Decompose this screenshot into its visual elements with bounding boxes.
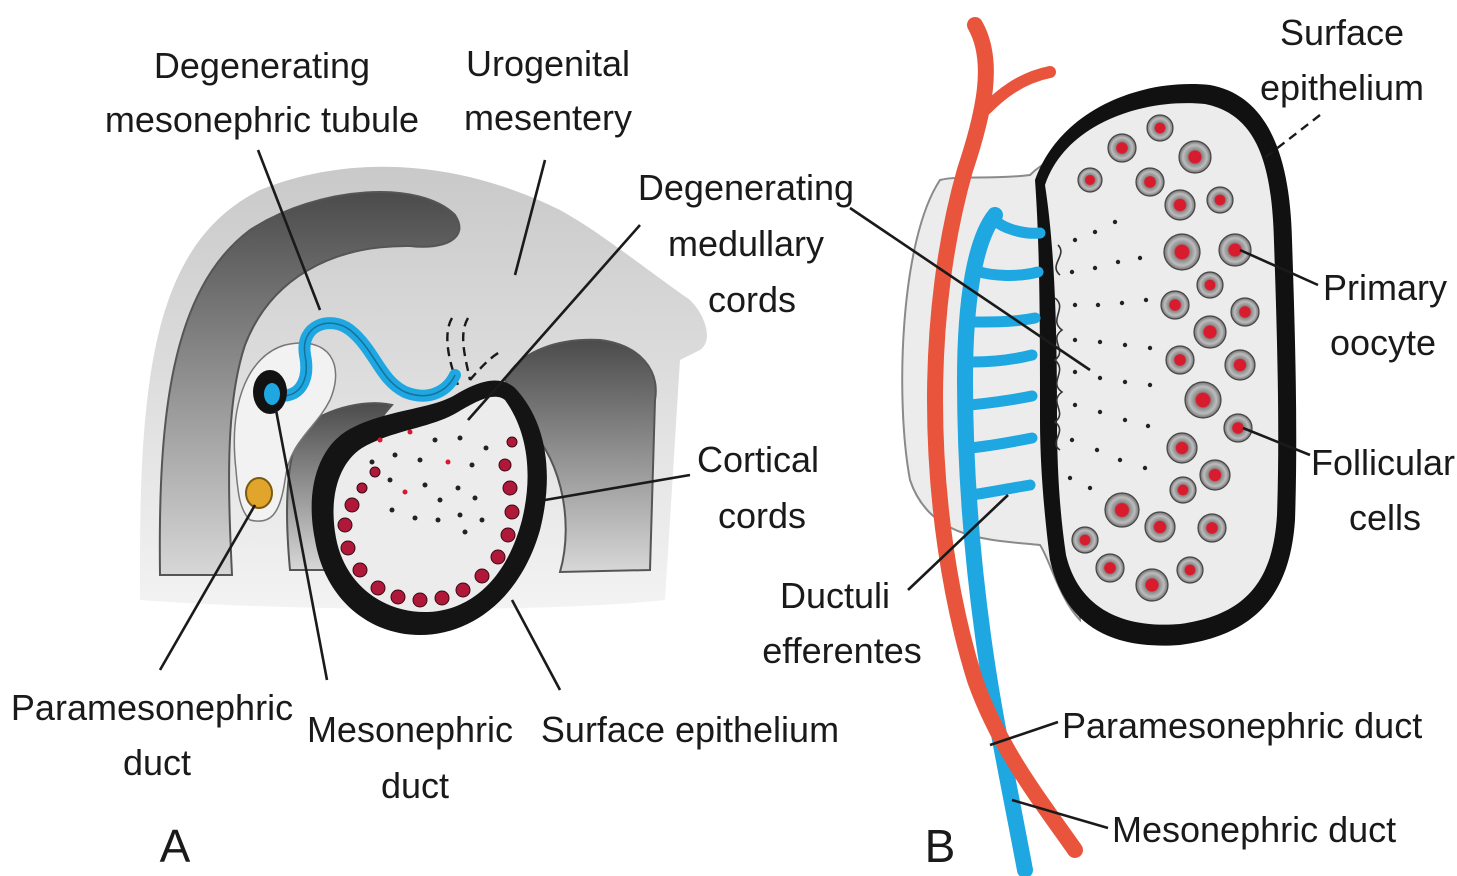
label-degenerating-tubule-1: Degenerating	[154, 45, 370, 86]
paramesonephric-duct-a	[246, 478, 272, 508]
label-follicular-2: cells	[1349, 497, 1421, 538]
label-surface-b-1: Surface	[1280, 12, 1404, 53]
label-ductuli-2: efferentes	[762, 630, 921, 671]
label-medullary-2: medullary	[668, 223, 824, 264]
label-degenerating-tubule-2: mesonephric tubule	[105, 99, 419, 140]
label-cortical-2: cords	[718, 495, 806, 536]
label-cortical-1: Cortical	[697, 439, 819, 480]
label-primary-1: Primary	[1323, 267, 1447, 308]
paramesonephric-fimbria	[985, 72, 1050, 110]
mesonephric-duct-lumen-a	[264, 383, 280, 405]
panel-a-drawing	[140, 150, 707, 690]
label-ductuli-1: Ductuli	[780, 575, 890, 616]
label-follicular-1: Follicular	[1311, 442, 1455, 483]
label-mesonephric-1: Mesonephric	[307, 709, 513, 750]
panel-b-letter: B	[925, 820, 956, 872]
label-urogenital-1: Urogenital	[466, 43, 630, 84]
label-urogenital-2: mesentery	[464, 97, 632, 138]
label-surface-b-2: epithelium	[1260, 67, 1424, 108]
label-paramesonephric-duct-b: Paramesonephric duct	[1062, 705, 1422, 746]
label-paramesonephric-1: Paramesonephric	[11, 687, 293, 728]
panel-a-letter: A	[160, 820, 191, 872]
label-surface-epithelium-a: Surface epithelium	[541, 709, 839, 750]
label-medullary-3: cords	[708, 279, 796, 320]
label-medullary-1: Degenerating	[638, 167, 854, 208]
label-mesonephric-duct-b: Mesonephric duct	[1112, 809, 1396, 850]
leader-surface-a	[512, 600, 560, 690]
label-mesonephric-2: duct	[381, 765, 449, 806]
label-primary-2: oocyte	[1330, 322, 1436, 363]
label-paramesonephric-2: duct	[123, 742, 191, 783]
